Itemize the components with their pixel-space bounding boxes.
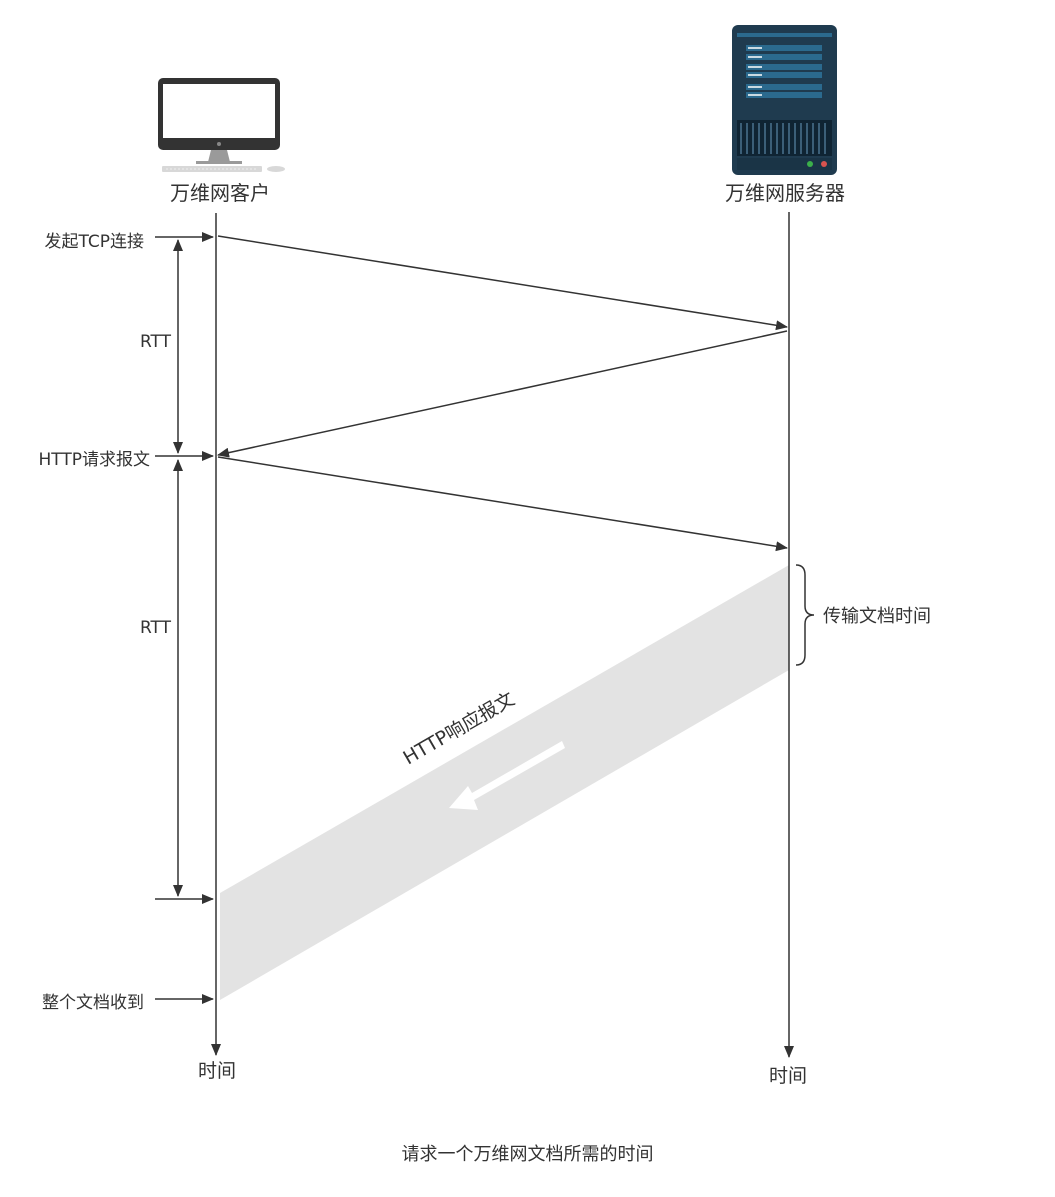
desktop-computer-icon [158, 78, 285, 172]
http-request-label: HTTP请求报文 [38, 450, 150, 470]
client-time-label: 时间 [198, 1060, 236, 1082]
tcp-connect-label: 发起TCP连接 [44, 232, 144, 252]
left-arrow-icon [449, 741, 565, 810]
document-received-label: 整个文档收到 [42, 993, 144, 1013]
http-request-arrow [217, 456, 788, 552]
server-time-label: 时间 [769, 1065, 807, 1087]
client-label: 万维网客户 [170, 181, 270, 205]
rtt2-label: RTT [140, 618, 172, 638]
transfer-time-label: 传输文档时间 [823, 606, 931, 627]
transfer-time-brace [795, 564, 815, 666]
tcp-syn-arrow [217, 235, 788, 331]
figure-caption: 请求一个万维网文档所需的时间 [401, 1144, 654, 1165]
server-rack-icon [732, 25, 837, 175]
rtt1-label: RTT [140, 332, 172, 352]
server-label: 万维网服务器 [725, 181, 845, 205]
tcp-ack-arrow [217, 330, 788, 458]
